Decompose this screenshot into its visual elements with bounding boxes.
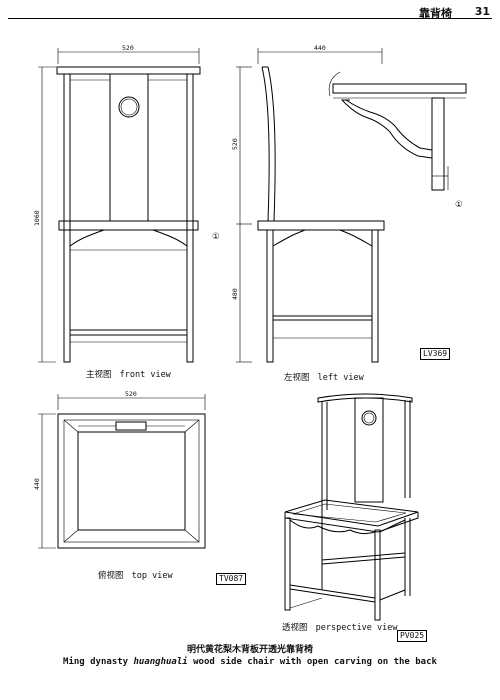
left-view-caption: 左视图 left view <box>284 371 364 383</box>
caption-english-italic: huanghuali <box>133 657 188 667</box>
perspective-view-code: PV025 <box>397 630 428 642</box>
left-upper-dim: 520 <box>231 138 239 150</box>
top-depth-dim: 440 <box>33 478 41 490</box>
top-view-caption: 俯视图 top view <box>98 569 173 581</box>
detail-marker-front: ① <box>212 232 220 242</box>
caption-chinese: 明代黄花梨木背板开透光靠背椅 <box>186 645 313 655</box>
left-view-label-en: left view <box>317 373 364 383</box>
top-view-label-cn: 俯视图 <box>98 571 124 581</box>
front-height-dim: 1060 <box>33 210 41 226</box>
caption-english: Ming dynasty huanghuali wood side chair … <box>0 657 500 667</box>
front-view-label-cn: 主视图 <box>86 370 112 380</box>
front-width-dim: 520 <box>122 44 134 52</box>
top-view-drawing <box>38 394 206 549</box>
front-view-caption: 主视图 front view <box>86 368 171 380</box>
detail-marker-detail: ① <box>455 200 463 210</box>
caption-english-prefix: Ming dynasty <box>63 657 134 667</box>
header-rule <box>8 18 492 19</box>
perspective-view-caption: 透视图 perspective view <box>282 621 398 633</box>
left-view-drawing <box>236 48 385 363</box>
left-view-code: LV369 <box>420 348 451 360</box>
left-view-label-cn: 左视图 <box>284 373 310 383</box>
top-view-code: TV087 <box>216 573 247 585</box>
perspective-view-drawing <box>284 393 419 621</box>
caption-english-suffix: wood side chair with open carving on the… <box>187 657 437 667</box>
top-width-dim: 520 <box>125 390 137 398</box>
left-lower-dim: 480 <box>231 288 239 300</box>
perspective-view-label-en: perspective view <box>315 623 398 633</box>
perspective-view-label-cn: 透视图 <box>282 623 308 633</box>
header-title: 靠背椅 <box>419 7 452 20</box>
top-view-label-en: top view <box>131 571 173 581</box>
page-number: 31 <box>474 5 490 18</box>
front-view-drawing <box>38 48 201 363</box>
left-depth-dim: 440 <box>314 44 326 52</box>
detail-drawing <box>328 71 467 191</box>
front-view-label-en: front view <box>119 370 171 380</box>
